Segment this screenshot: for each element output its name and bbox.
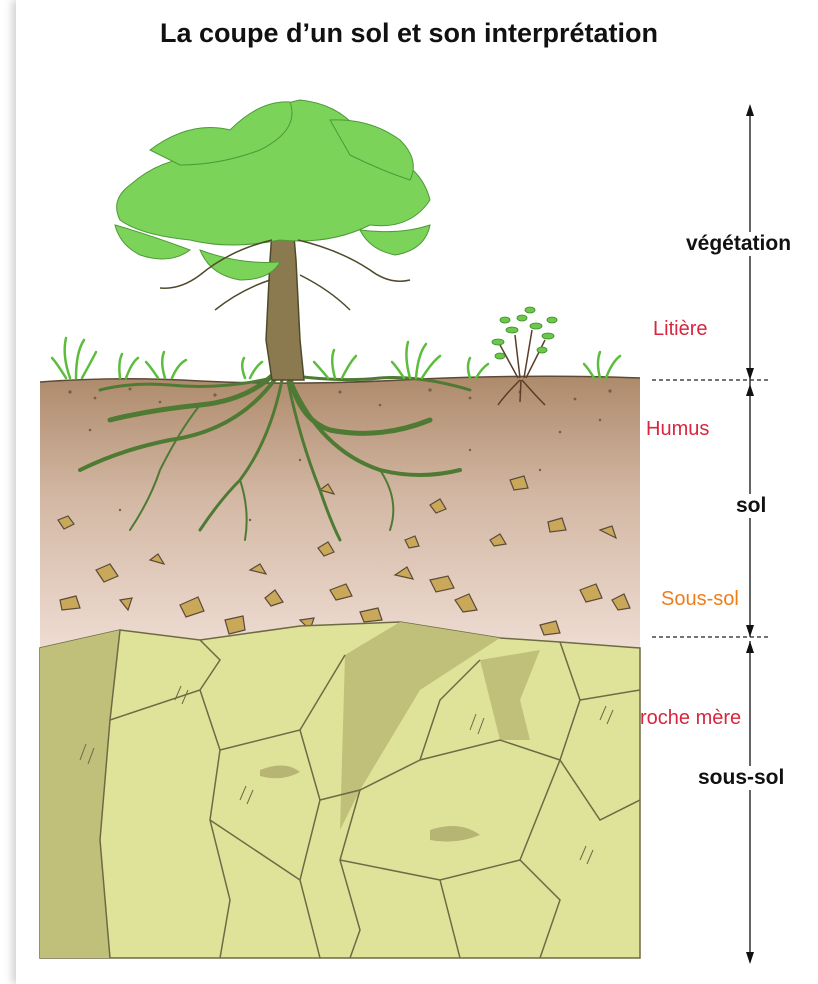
zone-label-sol: sol — [734, 494, 768, 518]
layer-label-sous-sol: Sous-sol — [661, 588, 739, 611]
zone-label-vegetation: végétation — [684, 232, 793, 256]
layer-label-humus: Humus — [646, 418, 709, 441]
bedrock — [40, 622, 640, 958]
layer-label-litiere: Litière — [653, 318, 707, 341]
layer-label-roche-mere: roche mère — [640, 707, 741, 730]
grass-tufts — [52, 338, 620, 378]
zone-label-sous-sol: sous-sol — [696, 766, 786, 790]
